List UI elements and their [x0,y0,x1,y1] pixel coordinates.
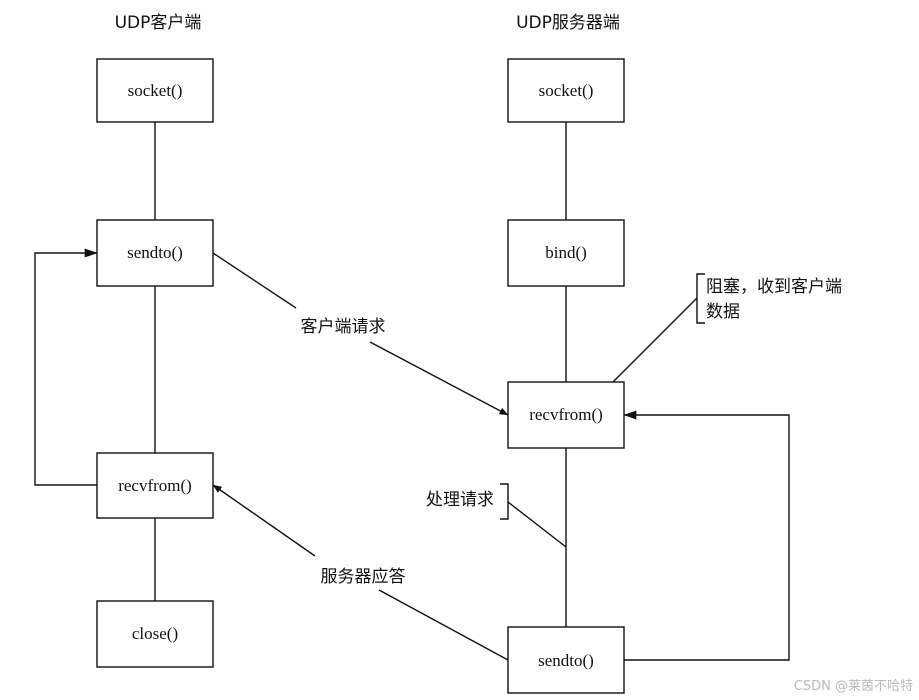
client-request-arrow-seg2 [369,341,509,416]
csdn-watermark: CSDN @莱茵不哈特 [794,679,913,694]
blocking-note-line2: 数据 [706,302,740,322]
server-socket-box: socket() [507,58,625,123]
server-bind-label: bind() [545,243,587,262]
client-socket-label: socket() [128,81,183,100]
client-recvfrom-box: recvfrom() [96,452,214,519]
process-note-bracket [500,483,509,520]
client-request-label: 客户端请求 [301,317,386,337]
client-close-box: close() [96,600,214,668]
client-loop-arrow [34,248,98,486]
server-socket-label: socket() [539,81,594,100]
server-response-label: 服务器应答 [321,567,406,587]
client-close-label: close() [132,624,178,643]
blocking-note-bracket [696,273,705,324]
blocking-note-leader [612,297,698,383]
server-column-title: UDP服务器端 [516,13,620,33]
client-request-arrow-seg1 [212,252,297,309]
server-recvfrom-box: recvfrom() [507,381,625,449]
server-loop-arrow [623,410,790,661]
server-response-arrow-seg2 [212,484,316,557]
client-sendto-label: sendto() [127,243,183,262]
process-note-label: 处理请求 [426,490,494,510]
client-socket-box: socket() [96,58,214,123]
server-sendto-box: sendto() [507,626,625,694]
client-column-title: UDP客户端 [115,13,202,33]
client-recvfrom-label: recvfrom() [118,476,192,495]
server-sendto-label: sendto() [538,651,594,670]
server-bind-box: bind() [507,219,625,287]
client-sendto-box: sendto() [96,219,214,287]
process-note-leader [507,501,567,548]
server-recvfrom-label: recvfrom() [529,405,603,424]
blocking-note-line1: 阻塞，收到客户端 [706,277,842,297]
server-response-arrow-seg1 [378,589,509,661]
